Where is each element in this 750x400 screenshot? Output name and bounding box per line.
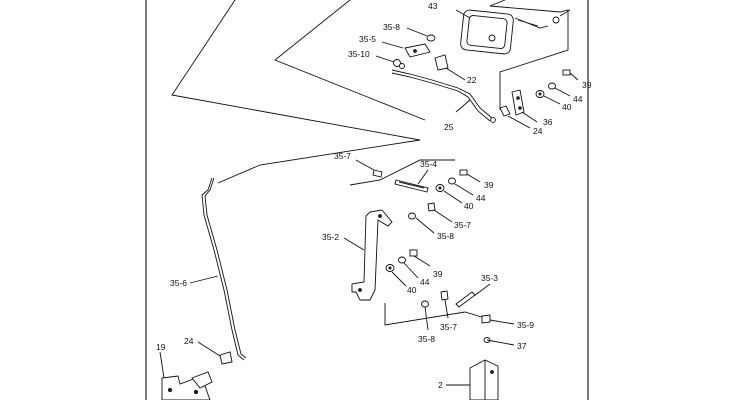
part-40-washer-upper: [535, 90, 561, 105]
part-35-3-pin: [455, 283, 491, 308]
label-35-7-upper: 35-7: [334, 151, 351, 161]
part-35-8-pin-low: [421, 300, 429, 331]
part-35-7-pin-low: [440, 290, 449, 319]
label-2: 2: [438, 380, 443, 390]
part-24-clip-lower: [197, 341, 233, 365]
group-outline-inner: [274, 0, 426, 121]
label-39-low: 39: [433, 269, 443, 279]
label-44-mid: 44: [476, 193, 486, 203]
part-39-bolt-low: [409, 249, 431, 267]
part-36-lever: [511, 89, 538, 123]
label-35-2: 35-2: [322, 232, 339, 242]
part-39-bolt-upper: [562, 69, 579, 81]
label-22: 22: [467, 75, 477, 85]
label-43: 43: [428, 1, 438, 11]
part-37-bolt: [483, 337, 515, 346]
group-outline-lower: [384, 303, 486, 326]
group-outline-lower-center: [349, 159, 455, 186]
label-35-4: 35-4: [420, 159, 437, 169]
label-35-3: 35-3: [481, 273, 498, 283]
part-35-4-rod: [394, 169, 429, 193]
part-25-rod: [391, 69, 496, 123]
label-24-upper: 24: [533, 126, 543, 136]
part-44-washer-mid: [448, 177, 474, 196]
part-19-bracket: [159, 351, 213, 400]
part-40-washer-mid: [435, 184, 463, 204]
part-44-washer-low: [398, 256, 419, 279]
label-35-7-low: 35-7: [440, 322, 457, 332]
label-25: 25: [444, 122, 454, 132]
label-39-mid: 39: [484, 180, 494, 190]
label-37: 37: [517, 341, 527, 351]
label-36: 36: [543, 117, 553, 127]
part-35-6-rod: [189, 177, 247, 361]
label-40-upper: 40: [562, 102, 572, 112]
group-outline-right: [489, 0, 569, 110]
label-44-upper: 44: [573, 94, 583, 104]
part-35-5-plate: [381, 41, 431, 58]
part-40-washer-low: [385, 264, 407, 287]
label-19: 19: [156, 342, 166, 352]
label-35-9: 35-9: [517, 320, 534, 330]
part-35-7-pin-upper: [355, 159, 383, 178]
label-39-upper: 39: [582, 80, 592, 90]
part-35-10-clip: [375, 55, 405, 69]
part-35-9-clip: [481, 314, 515, 325]
part-44-washer-upper: [548, 82, 571, 97]
group-outline-upper: [171, 0, 421, 184]
part-2-bracket: [446, 359, 499, 400]
label-35-8-upper: 35-8: [383, 22, 400, 32]
label-35-5: 35-5: [359, 34, 376, 44]
part-35-8-pin-mid: [408, 212, 435, 234]
part-43-housing: [455, 9, 514, 55]
part-39-bolt-mid: [459, 169, 481, 183]
part-35-8-upper-pin: [406, 27, 436, 42]
label-35-7-mid: 35-7: [454, 220, 471, 230]
part-22-bracket: [434, 54, 466, 81]
label-35-8-low: 35-8: [418, 334, 435, 344]
label-35-10: 35-10: [348, 49, 370, 59]
part-24-clip-upper: [499, 105, 531, 129]
part-35-7-pin-mid: [427, 202, 453, 223]
label-40-low: 40: [407, 285, 417, 295]
part-35-2-lever-arm: [343, 209, 393, 301]
label-35-8-mid: 35-8: [437, 231, 454, 241]
label-35-6: 35-6: [170, 278, 187, 288]
label-44-low: 44: [420, 277, 430, 287]
label-24-lower: 24: [184, 336, 194, 346]
label-40-mid: 40: [464, 201, 474, 211]
top-right-rod: [514, 9, 571, 29]
